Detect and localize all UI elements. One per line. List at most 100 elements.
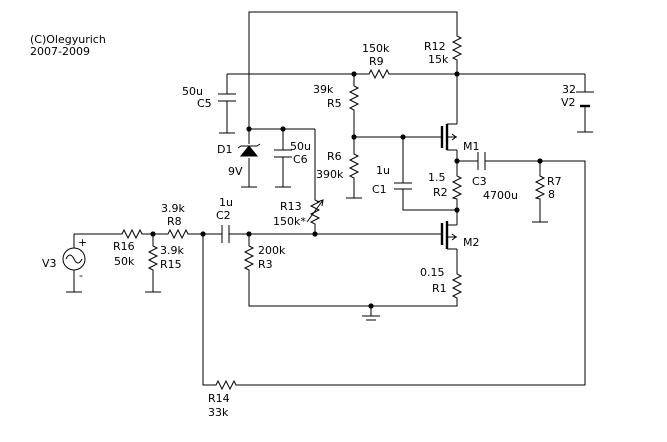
resistor-r8-value: 3.9k (161, 202, 185, 215)
battery-v2-value: 32 (562, 83, 576, 96)
resistor-r1-name: R1 (432, 282, 447, 295)
ac-source-v3-name: V3 (42, 257, 57, 270)
resistor-r5-value: 39k (313, 83, 334, 96)
junction-dot (246, 126, 252, 132)
resistor-r3-value: 200k (258, 244, 286, 257)
resistor-r16: R16 50k (113, 228, 146, 268)
resistor-r6-name: R6 (327, 150, 342, 163)
author-credit: (C)Olegyurich (30, 33, 106, 46)
resistor-r16-name: R16 (113, 240, 135, 253)
resistor-r16-value: 50k (114, 255, 135, 268)
resistor-r7-name: R7 (547, 175, 562, 188)
resistor-r15: 3.9k R15 (147, 242, 184, 272)
resistor-r6-value: 390k (316, 168, 344, 181)
resistor-r7: R7 8 (534, 172, 562, 201)
ac-source-v3-minus: - (79, 269, 83, 282)
year-credit: 2007-2009 (30, 45, 90, 58)
resistor-r14-value: 33k (208, 406, 229, 419)
capacitor-c6-value: 50u (290, 140, 311, 153)
junction-dot (537, 158, 543, 164)
battery-v2: 32 V2 (561, 83, 594, 109)
resistor-r9: 150k R9 (362, 42, 390, 80)
capacitor-c5-value: 50u (182, 85, 203, 98)
capacitor-c2-value: 1u (219, 196, 233, 209)
resistor-r6-body (348, 150, 360, 180)
mosfet-m2-name: M2 (463, 236, 480, 249)
resistor-r14-name: R14 (208, 392, 230, 405)
resistor-r8-name: R8 (167, 215, 182, 228)
junction-dot (280, 126, 286, 132)
mosfet-m2: M2 (440, 221, 480, 250)
resistor-r1-body (451, 270, 463, 300)
junction-dot (246, 231, 252, 237)
resistor-r14: R14 33k (208, 379, 240, 419)
ground-symbol (362, 315, 380, 321)
resistor-r3-name: R3 (258, 258, 273, 271)
resistor-r13-value: 150k* (273, 215, 306, 228)
wire-output-right (240, 160, 586, 386)
resistor-r7-value: 8 (548, 188, 555, 201)
capacitor-c1-name: C1 (372, 183, 387, 196)
resistor-r15-value: 3.9k (160, 244, 184, 257)
resistor-r5-name: R5 (327, 97, 342, 110)
resistor-r1: 0.15 R1 (420, 266, 463, 300)
resistor-r16-body (118, 228, 146, 240)
wire-r14-left (202, 234, 212, 386)
wire-top-loop (248, 11, 458, 129)
resistor-r1-value: 0.15 (420, 266, 445, 279)
junction-dot (454, 207, 460, 213)
capacitor-c1-value: 1u (376, 164, 390, 177)
junction-dot (454, 71, 460, 77)
resistor-r12-value: 15k (428, 53, 449, 66)
resistor-r9-body (365, 68, 390, 80)
resistor-r8: 3.9k R8 (161, 202, 192, 240)
resistor-r12-name: R12 (424, 40, 446, 53)
junction-dot (200, 231, 206, 237)
mosfet-m2-arrow (451, 233, 457, 241)
resistor-r13-adjust-arrow (306, 199, 324, 223)
ac-source-v3: + - V3 (42, 236, 87, 282)
mosfet-m1: M1 (440, 123, 480, 153)
resistor-r13-name: R13 (280, 200, 302, 213)
resistor-r2-body (451, 172, 463, 200)
wire-c1-bottom (402, 189, 457, 211)
resistor-r5-body (348, 82, 360, 112)
junction-dot (351, 134, 357, 140)
resistor-r12: R12 15k (424, 32, 463, 66)
capacitor-c3: C3 4700u (472, 152, 518, 202)
mosfet-m1-arrow (451, 133, 457, 141)
resistor-r5: 39k R5 (313, 82, 360, 112)
zener-diode-d1-bar (237, 143, 261, 149)
resistor-r9-value: 150k (362, 42, 390, 55)
junction-dot (150, 231, 156, 237)
resistor-r6: R6 390k (316, 150, 360, 181)
ac-source-v3-plus: + (78, 236, 87, 249)
junction-dot (400, 134, 406, 140)
resistor-r7-body (534, 172, 546, 200)
junction-dot (368, 303, 374, 309)
capacitor-c3-value: 4700u (483, 189, 518, 202)
zener-diode-d1-value: 9V (228, 165, 243, 178)
resistor-r15-body (147, 242, 159, 272)
resistor-r13-body (309, 196, 321, 226)
resistor-r15-name: R15 (160, 258, 182, 271)
resistor-r13-arrow-head (316, 199, 324, 207)
junction-dots (150, 71, 543, 309)
resistor-r2-value: 1.5 (428, 171, 446, 184)
zener-diode-d1-body (239, 145, 259, 157)
capacitor-c2: 1u C2 (216, 196, 233, 243)
resistor-r12-body (451, 32, 463, 64)
resistor-r3: 200k R3 (243, 242, 286, 272)
junction-dot (454, 158, 460, 164)
capacitor-c2-name: C2 (216, 209, 231, 222)
resistor-r2-name: R2 (433, 186, 448, 199)
mosfet-m1-name: M1 (463, 140, 480, 153)
capacitor-c6-name: C6 (293, 153, 308, 166)
resistor-r13: R13 150k* (273, 196, 324, 228)
zener-diode-d1: D1 9V (217, 143, 261, 178)
capacitor-c5: 50u C5 (182, 85, 236, 110)
battery-v2-name: V2 (561, 96, 576, 109)
junction-dot (312, 231, 318, 237)
sine-wave-icon (65, 254, 83, 264)
